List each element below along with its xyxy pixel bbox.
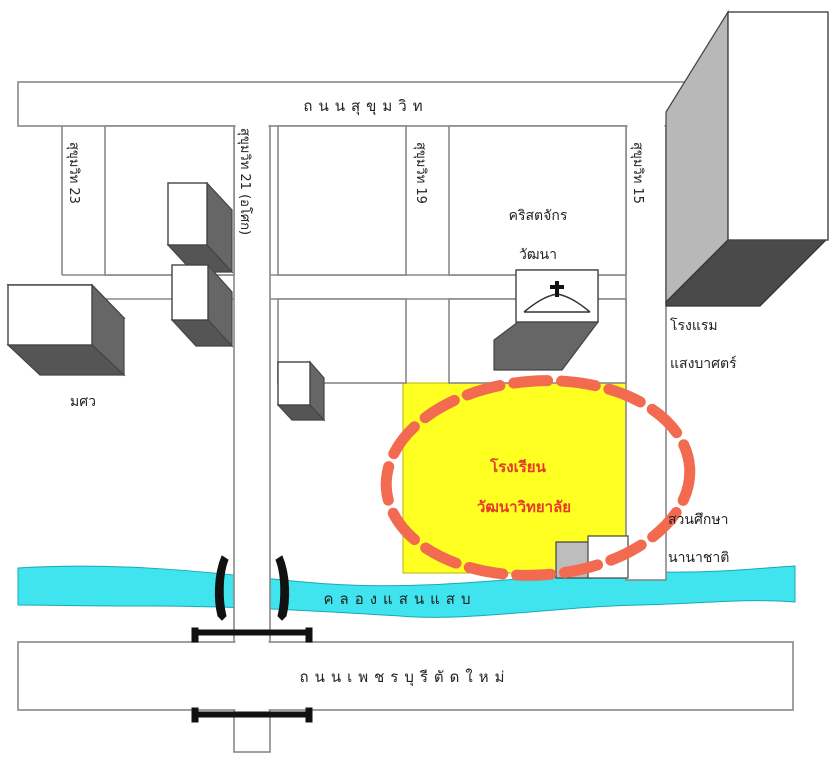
cross-icon <box>550 281 564 297</box>
building-hotel <box>665 9 829 307</box>
soi-15-road <box>625 125 667 581</box>
park-label-2: นานาชาติ <box>668 550 729 566</box>
soi-21-label: สุขุมวิท 21 (อโศก) <box>237 128 253 235</box>
building-small <box>276 360 326 422</box>
hotel-label-2: แสงบาศตร์ <box>670 355 737 372</box>
bridge-soi-21 <box>191 555 313 723</box>
building-soi-21-lower <box>170 263 234 348</box>
soi-19-label: สุขุมวิท 19 <box>413 142 428 204</box>
school-label-1: โรงเรียน <box>489 457 546 476</box>
canal-label: คลองแสนแสบ <box>324 590 477 608</box>
soi-15-label: สุขุมวิท 15 <box>630 142 645 204</box>
hotel-label-1: โรงแรม <box>670 317 718 334</box>
phetchaburi-label: ถนนเพชรบุรีตัดใหม่ <box>299 668 510 687</box>
phetchaburi-road <box>17 641 794 711</box>
building-university <box>6 283 126 377</box>
building-church <box>493 269 599 371</box>
sukhumvit-label: ถนนสุขุมวิท <box>303 97 428 116</box>
school-label-2: วัฒนาวิทยาลัย <box>477 498 571 516</box>
soi-23-label: สุขุมวิท 23 <box>66 142 81 204</box>
school-outline <box>380 375 696 581</box>
road-network <box>17 81 794 753</box>
church-label-1: คริสตจักร <box>509 208 568 224</box>
building-soi-21-upper <box>166 181 234 274</box>
church-label-2: วัฒนา <box>519 247 557 263</box>
university-label: มศว <box>70 394 96 410</box>
park-label-1: สวนศึกษา <box>668 512 728 528</box>
